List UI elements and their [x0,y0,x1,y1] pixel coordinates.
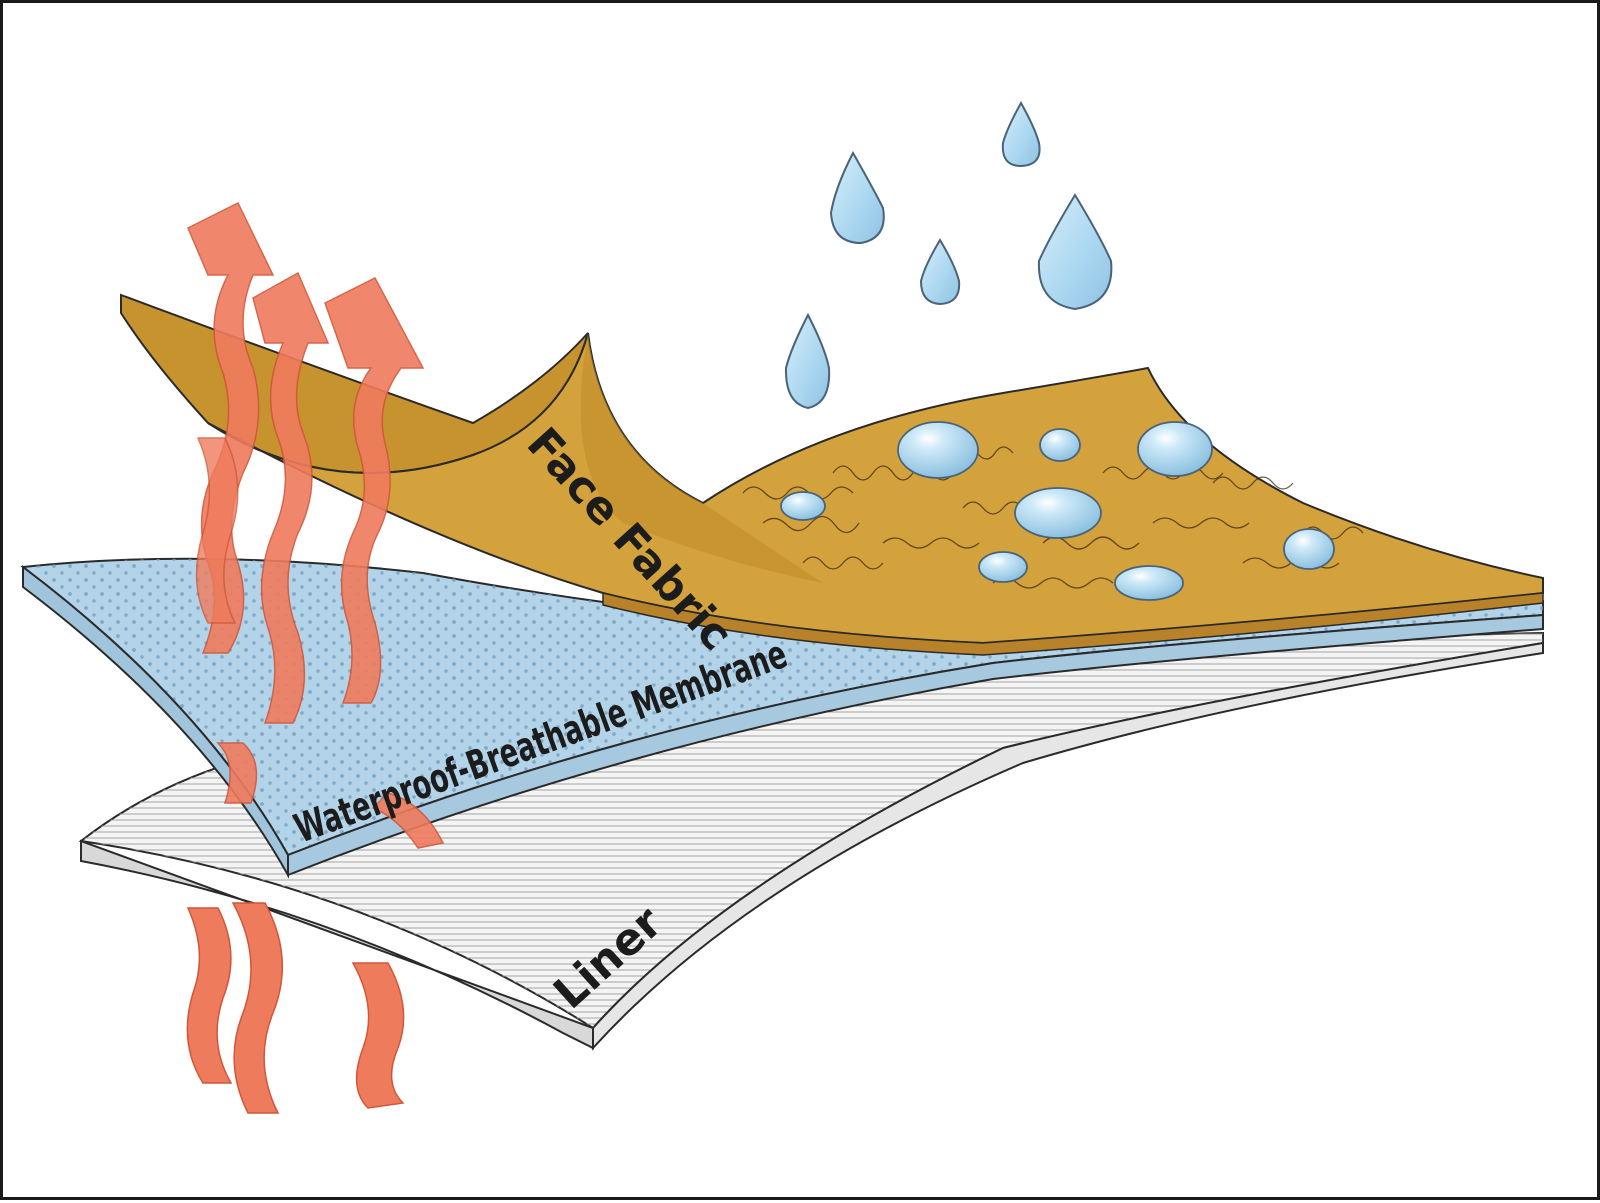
vapor-wave-icon [216,742,258,804]
vapor-wave-icon [371,792,445,849]
droplet-icon [1037,193,1113,311]
vapor-arrows [186,201,445,1114]
face-fabric-curl-shade [580,333,823,583]
droplet-icon [829,150,885,245]
water-bead-icon [1137,421,1213,477]
water-bead-icon [1114,565,1184,601]
face-fabric-layer [120,293,1544,656]
water-bead-icon [1014,487,1102,539]
water-bead-icon [978,551,1028,583]
vapor-arrow-icon [252,271,330,724]
face-fabric-front-edge [602,592,1544,656]
water-bead-icon [1039,428,1081,462]
falling-drops [784,100,1113,410]
water-bead-icon [780,491,826,521]
water-bead-icon [897,421,979,479]
vapor-wave-icon [231,902,284,1114]
vapor-wave-icon [195,437,239,624]
liner-edge [80,839,594,1050]
vapor-arrow-icon [324,277,425,704]
water-bead-icon [1283,528,1335,570]
vapor-wave-icon [186,907,233,1084]
liner-front-edge [592,641,1544,1051]
droplet-icon [919,238,961,306]
fabric-layers-diagram: Face Fabric Waterproof-Breathable Membra… [20,100,1544,1114]
vapor-wave-icon [351,962,405,1109]
droplet-icon [784,312,831,410]
droplet-icon [1001,100,1041,168]
water-beads [780,421,1335,601]
